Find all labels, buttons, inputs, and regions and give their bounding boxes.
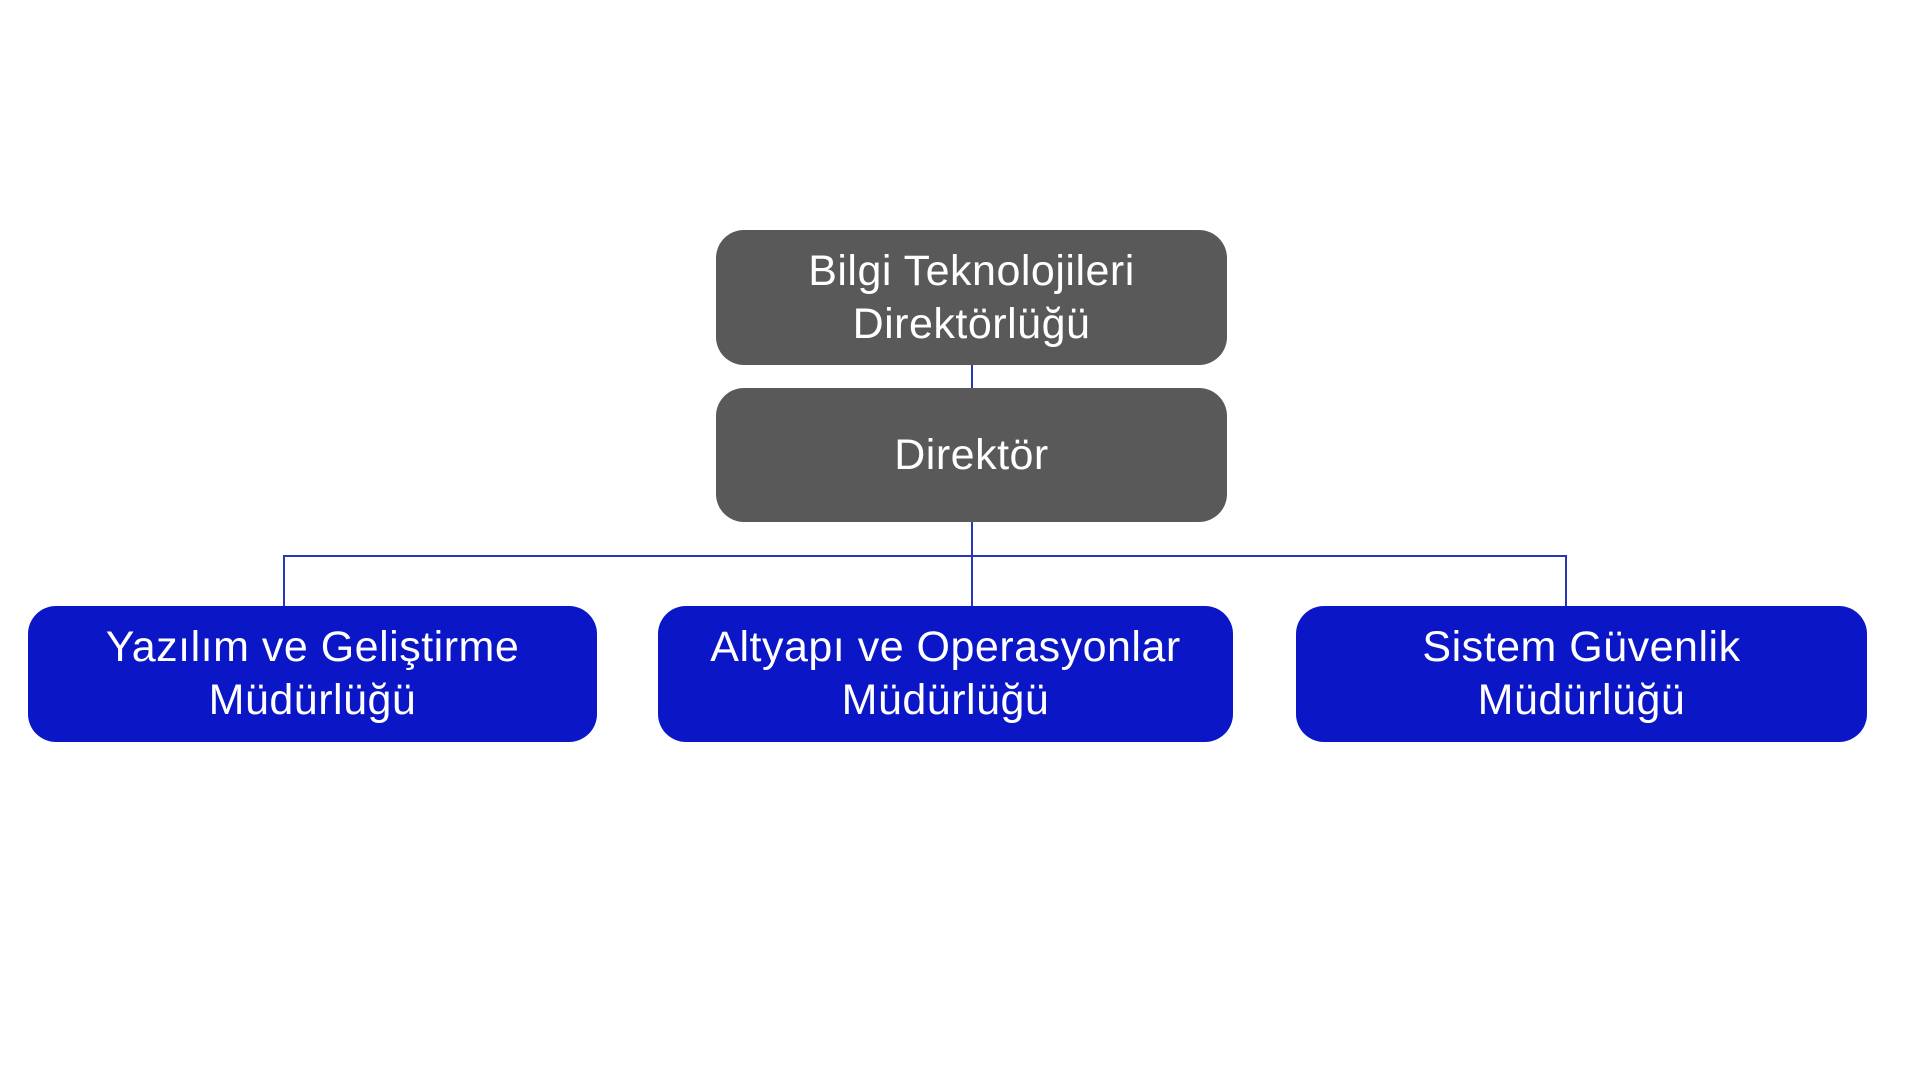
node-sistem-guvenlik-mudurlugu: Sistem Güvenlik Müdürlüğü: [1296, 606, 1867, 742]
connector-rail-to-yazilim: [283, 555, 285, 606]
node-direktor: Direktör: [716, 388, 1227, 522]
connector-director-to-rail: [971, 522, 973, 606]
node-label-altyapi: Altyapı ve Operasyonlar Müdürlüğü: [710, 623, 1181, 724]
node-label-root: Bilgi Teknolojileri Direktörlüğü: [808, 246, 1135, 348]
node-label-direktor: Direktör: [894, 430, 1049, 479]
node-bilgi-teknolojileri-direktorlugu: Bilgi Teknolojileri Direktörlüğü: [716, 230, 1227, 365]
connector-root-to-director: [971, 365, 973, 388]
connector-rail-to-sistem-guvenlik: [1565, 555, 1567, 606]
connector-horizontal-rail: [283, 555, 1567, 557]
node-label-sistem-guvenlik: Sistem Güvenlik Müdürlüğü: [1422, 623, 1741, 724]
node-yazilim-ve-gelistirme-mudurlugu: Yazılım ve Geliştirme Müdürlüğü: [28, 606, 597, 742]
node-altyapi-ve-operasyonlar-mudurlugu: Altyapı ve Operasyonlar Müdürlüğü: [658, 606, 1233, 742]
node-label-yazilim: Yazılım ve Geliştirme Müdürlüğü: [105, 623, 520, 724]
